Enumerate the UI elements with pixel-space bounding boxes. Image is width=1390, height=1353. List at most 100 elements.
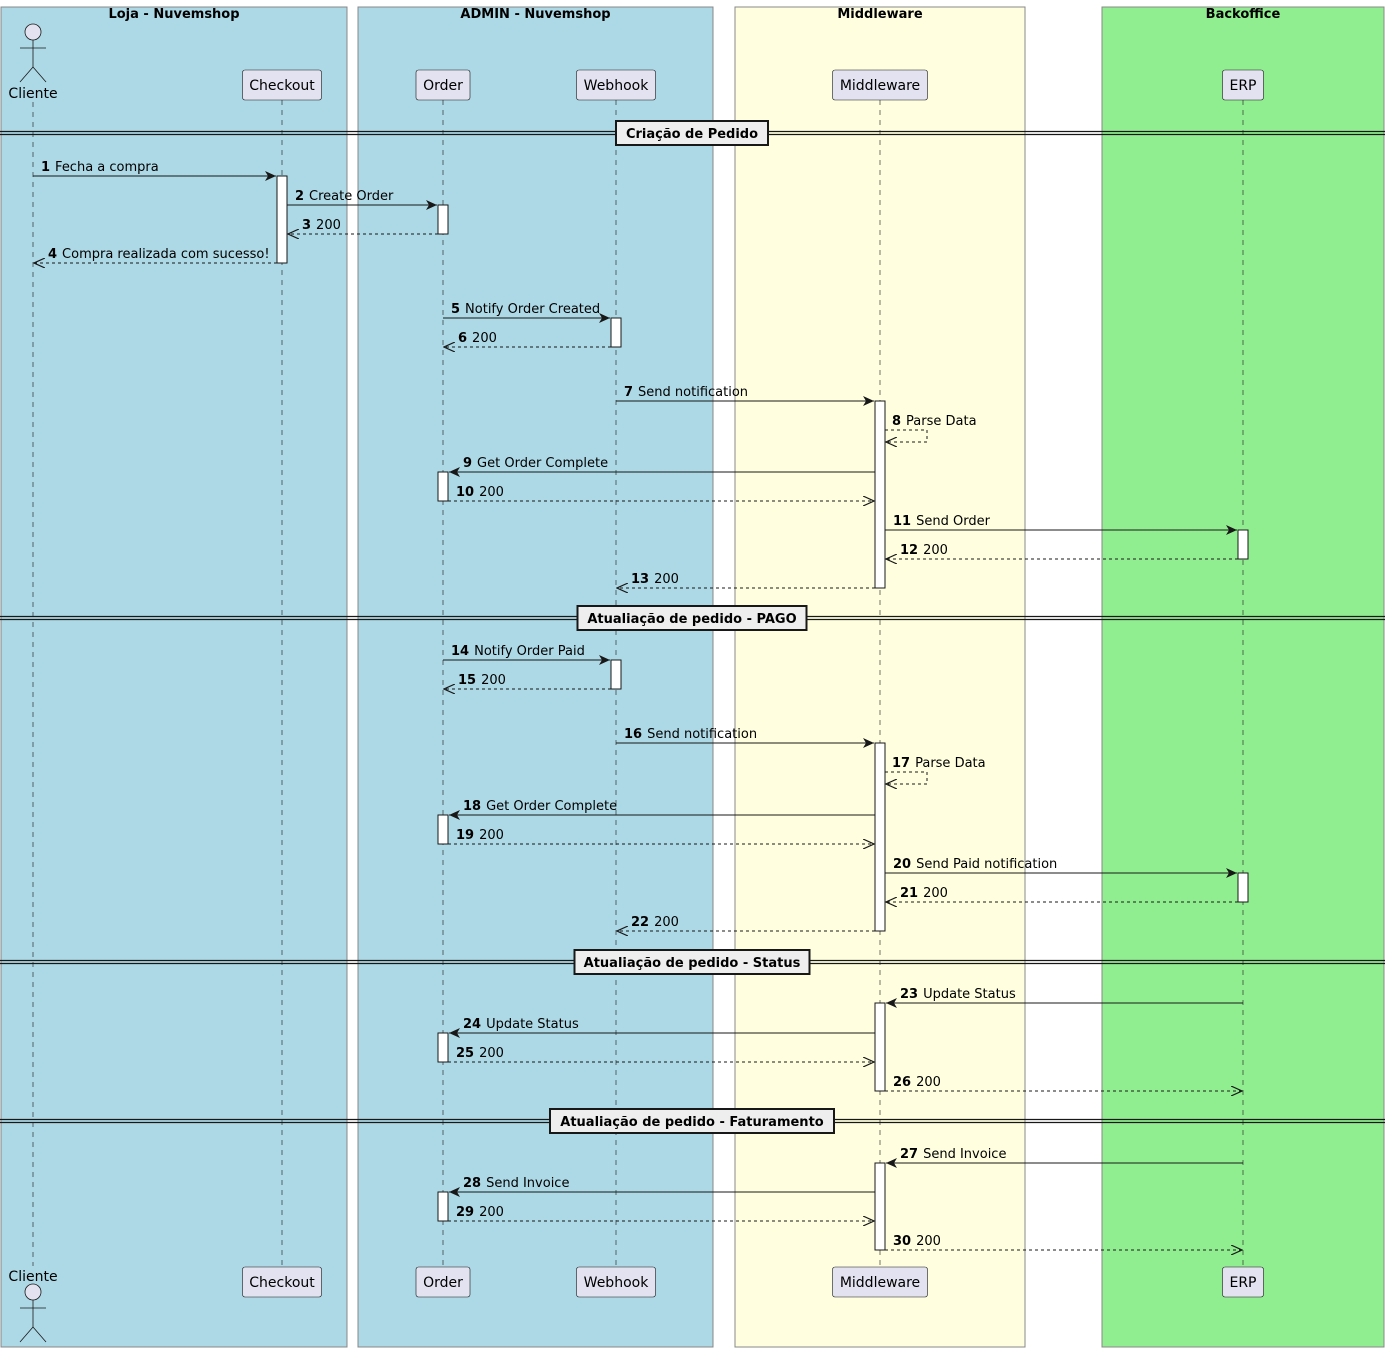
section-divider-label: Atualiação de pedido - PAGO <box>587 612 796 627</box>
participant-order-top: Order <box>415 69 471 101</box>
participant-webhook-bottom: Webhook <box>576 1266 656 1298</box>
message-number: 3 <box>302 218 311 233</box>
activation-bar-order <box>437 814 449 845</box>
message-number: 4 <box>48 247 57 262</box>
message-text: Compra realizada com sucesso! <box>62 247 270 262</box>
message-text: 200 <box>316 218 341 233</box>
participant-label: Checkout <box>249 1275 315 1291</box>
section-divider: Atualiação de pedido - Faturamento <box>0 1108 1385 1134</box>
message-4: 4 Compra realizada com sucesso! <box>34 247 277 263</box>
message-number: 15 <box>458 673 476 688</box>
message-22: 22 200 <box>617 915 875 931</box>
participant-label: Order <box>423 78 463 94</box>
message-number: 2 <box>295 189 304 204</box>
message-number: 22 <box>631 915 649 930</box>
message-number: 25 <box>456 1046 474 1061</box>
message-label: 29 200 <box>456 1205 504 1220</box>
activation-bar-erp <box>1237 872 1249 903</box>
message-text: Fecha a compra <box>55 160 159 175</box>
section-divider-label: Criação de Pedido <box>626 127 758 142</box>
message-number: 13 <box>631 572 649 587</box>
message-16: 16 Send notification <box>616 727 874 748</box>
message-text: Send notification <box>647 727 757 742</box>
message-text: 200 <box>472 331 497 346</box>
message-number: 14 <box>451 644 469 659</box>
section-divider: Atualiação de pedido - Status <box>0 949 1385 975</box>
box-backoffice <box>1101 6 1385 1348</box>
message-text: 200 <box>481 673 506 688</box>
message-number: 1 <box>41 160 50 175</box>
message-text: Parse Data <box>915 756 986 771</box>
activation-bar-erp <box>1237 529 1249 560</box>
box-title-loja: Loja - Nuvemshop <box>108 7 239 22</box>
participant-label: Middleware <box>840 78 920 94</box>
message-number: 20 <box>893 857 911 872</box>
activation-bar-order <box>437 471 449 502</box>
box-title-backoffice: Backoffice <box>1206 7 1281 22</box>
message-label: 1 Fecha a compra <box>41 160 159 175</box>
message-label: 16 Send notification <box>624 727 757 742</box>
message-label: 2 Create Order <box>295 189 394 204</box>
participant-checkout-bottom: Checkout <box>242 1266 322 1298</box>
message-text: Get Order Complete <box>477 456 608 471</box>
participant-middleware-bottom: Middleware <box>832 1266 928 1298</box>
message-number: 18 <box>463 799 481 814</box>
section-divider: Criação de Pedido <box>0 120 1385 146</box>
message-13: 13 200 <box>617 572 875 588</box>
participant-label: Middleware <box>840 1275 920 1291</box>
box-admin <box>357 6 714 1348</box>
message-text: 200 <box>654 915 679 930</box>
message-number: 11 <box>893 514 911 529</box>
box-middleware <box>734 6 1026 1348</box>
message-text: 200 <box>479 485 504 500</box>
message-text: 200 <box>654 572 679 587</box>
message-arrow <box>885 429 928 442</box>
message-label: 13 200 <box>631 572 679 587</box>
message-number: 28 <box>463 1176 481 1191</box>
message-number: 9 <box>463 456 472 471</box>
message-text: 200 <box>923 543 948 558</box>
message-number: 16 <box>624 727 642 742</box>
message-number: 30 <box>893 1234 911 1249</box>
section-divider-label: Atualiação de pedido - Status <box>584 956 801 971</box>
box-loja <box>0 6 348 1348</box>
message-number: 6 <box>458 331 467 346</box>
message-15: 15 200 <box>444 673 611 689</box>
message-text: 200 <box>916 1075 941 1090</box>
activation-bar-middleware <box>874 1162 886 1251</box>
message-label: 4 Compra realizada com sucesso! <box>48 247 270 262</box>
section-divider-label: Atualiação de pedido - Faturamento <box>560 1115 824 1130</box>
message-29: 29 200 <box>448 1205 874 1221</box>
participant-label: ERP <box>1229 1275 1256 1291</box>
message-number: 29 <box>456 1205 474 1220</box>
message-label: 22 200 <box>631 915 679 930</box>
participant-label: Cliente <box>8 86 57 102</box>
activation-bar-webhook <box>610 317 622 348</box>
message-text: Create Order <box>309 189 394 204</box>
message-text: 200 <box>479 1205 504 1220</box>
